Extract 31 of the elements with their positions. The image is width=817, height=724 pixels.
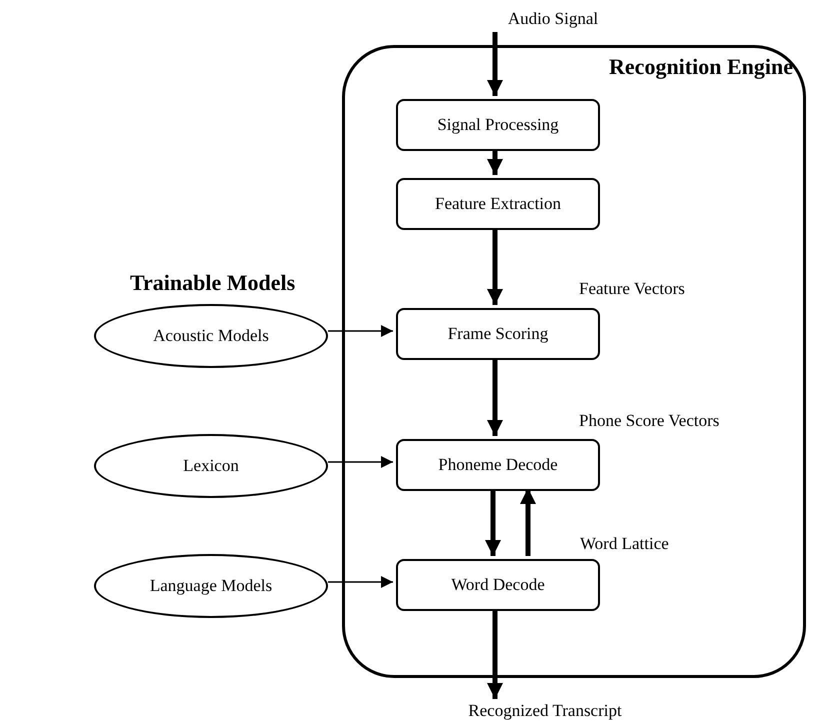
node-label: Lexicon [183,456,239,476]
group-heading: Recognition Engine [609,54,793,80]
arrow [328,456,393,468]
node-label: Feature Extraction [434,194,562,214]
arrow [487,357,503,436]
node-label: Language Models [150,576,272,596]
node-label: Acoustic Models [153,326,269,346]
section-heading: Trainable Models [130,270,296,296]
arrow [487,148,503,175]
edge-label: Phone Score Vectors [579,411,720,431]
process-box [396,308,600,360]
arrow [487,227,503,305]
node-label: Phoneme Decode [438,455,558,475]
arrow [487,608,503,699]
edge-label: Word Lattice [580,534,669,554]
process-box [396,439,600,491]
arrow [487,32,503,96]
io-label: Audio Signal [480,6,626,32]
process-box [396,559,600,611]
node-label: Word Decode [451,575,545,595]
io-label: Recognized Transcript [460,699,630,723]
arrow [485,488,501,556]
node-label: Frame Scoring [448,324,548,344]
arrow [328,576,393,588]
arrow [520,488,536,556]
node-label: Signal Processing [437,115,559,135]
process-box [396,99,600,151]
process-box [396,178,600,230]
edge-label: Feature Vectors [579,279,685,299]
arrow [328,325,393,337]
engine-group-box [342,45,806,678]
